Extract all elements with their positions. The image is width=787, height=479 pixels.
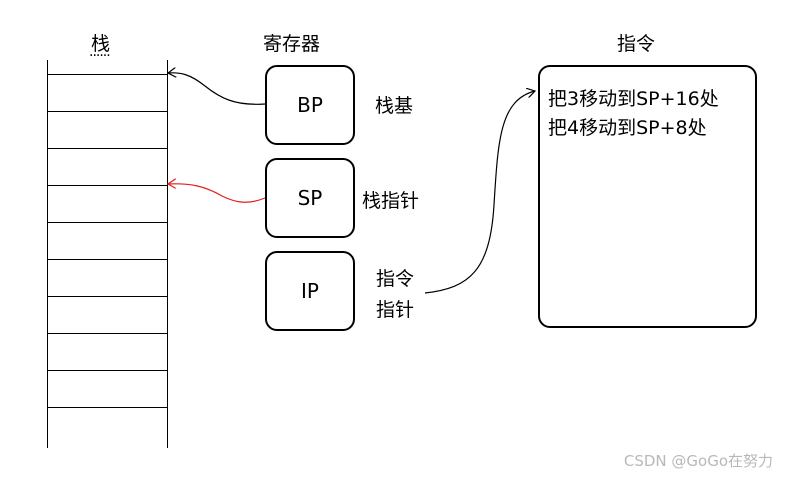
register-sp: SP bbox=[265, 158, 355, 238]
bp-arrow bbox=[168, 73, 266, 105]
stack-cell-line bbox=[47, 370, 168, 371]
watermark: CSDN @GoGo在努力 bbox=[623, 452, 773, 470]
stack-cell-line bbox=[47, 259, 168, 260]
stack-right-border bbox=[167, 60, 168, 448]
register-sp-desc: 栈指针 bbox=[362, 190, 420, 212]
stack-cell-line bbox=[47, 74, 168, 75]
instructions-box: 把3移动到SP+16处 把4移动到SP+8处 bbox=[538, 65, 757, 328]
registers-title: 寄存器 bbox=[263, 33, 321, 55]
stack-title: 栈 bbox=[91, 33, 111, 55]
register-ip-desc-line2: 指针 bbox=[376, 299, 415, 321]
stack-ellipsis: ······ bbox=[89, 48, 111, 64]
register-sp-label: SP bbox=[297, 186, 323, 210]
stack-cell-line bbox=[47, 407, 168, 408]
register-ip: IP bbox=[265, 251, 355, 331]
stack-cell-line bbox=[47, 185, 168, 186]
stack-cell-line bbox=[47, 111, 168, 112]
register-bp: BP bbox=[265, 65, 355, 145]
instruction-line-1: 把3移动到SP+16处 bbox=[548, 88, 719, 110]
stack-diagram bbox=[47, 60, 168, 448]
register-ip-label: IP bbox=[301, 279, 319, 303]
stack-cell-line bbox=[47, 222, 168, 223]
stack-cell-line bbox=[47, 148, 168, 149]
sp-arrow bbox=[168, 184, 266, 203]
instruction-line-2: 把4移动到SP+8处 bbox=[548, 117, 707, 139]
instructions-title: 指令 bbox=[617, 33, 656, 55]
register-bp-desc: 栈基 bbox=[375, 95, 414, 117]
register-bp-label: BP bbox=[297, 93, 323, 117]
stack-cell-line bbox=[47, 296, 168, 297]
stack-left-border bbox=[47, 60, 48, 448]
ip-arrow bbox=[424, 91, 535, 294]
stack-cell-line bbox=[47, 333, 168, 334]
register-ip-desc-line1: 指令 bbox=[376, 268, 415, 290]
